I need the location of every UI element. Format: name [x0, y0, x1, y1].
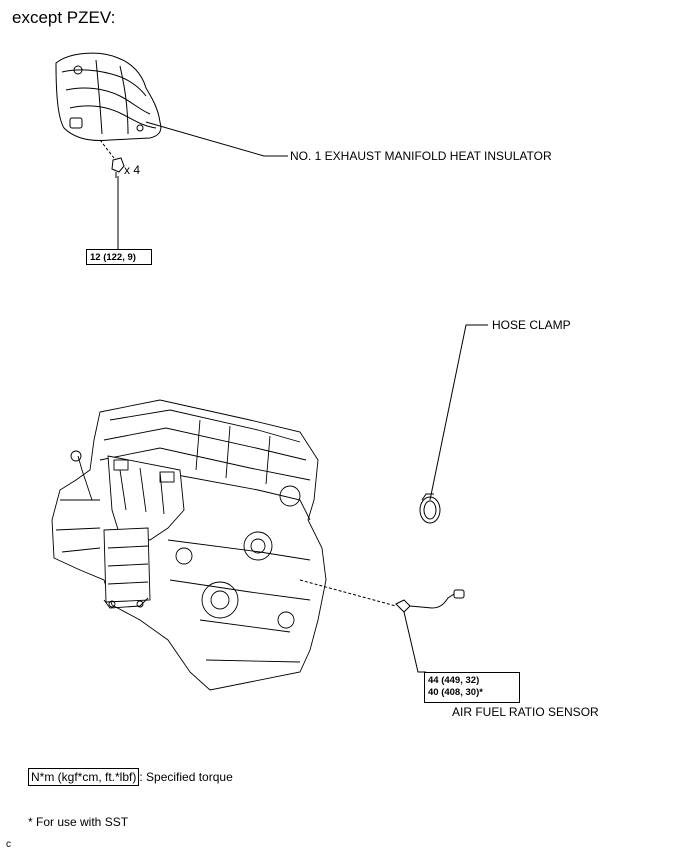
heat-insulator-illustration [55, 52, 162, 141]
corner-mark: c [6, 839, 11, 850]
sensor-torque-value-2: 40 (408, 30)* [428, 686, 483, 698]
sensor-torque-value-1: 44 (449, 32) [428, 675, 480, 686]
engine-illustration [51, 399, 327, 691]
torque-legend: N*m (kgf*cm, ft.*lbf): Specified torque [28, 768, 233, 786]
torque-unit-box: N*m (kgf*cm, ft.*lbf) [28, 768, 140, 786]
hose-clamp-label: HOSE CLAMP [492, 318, 571, 332]
insulator-label: NO. 1 EXHAUST MANIFOLD HEAT INSULATOR [290, 149, 552, 163]
bolt-illustration [111, 157, 125, 178]
torque-unit-description: : Specified torque [139, 770, 233, 784]
exhaust-manifold-illustration [103, 455, 185, 609]
insulator-torque-box: 12 (122, 9) [86, 249, 152, 265]
sensor-torque-box: 44 (449, 32) 40 (408, 30)* [424, 672, 520, 703]
insulator-torque-value: 12 (122, 9) [90, 252, 136, 263]
sensor-label: AIR FUEL RATIO SENSOR [452, 705, 599, 719]
sst-note: * For use with SST [28, 815, 129, 829]
diagram-heading: except PZEV: [12, 8, 116, 27]
air-fuel-ratio-sensor-illustration [395, 589, 465, 613]
bolt-quantity-label: x 4 [124, 163, 141, 177]
